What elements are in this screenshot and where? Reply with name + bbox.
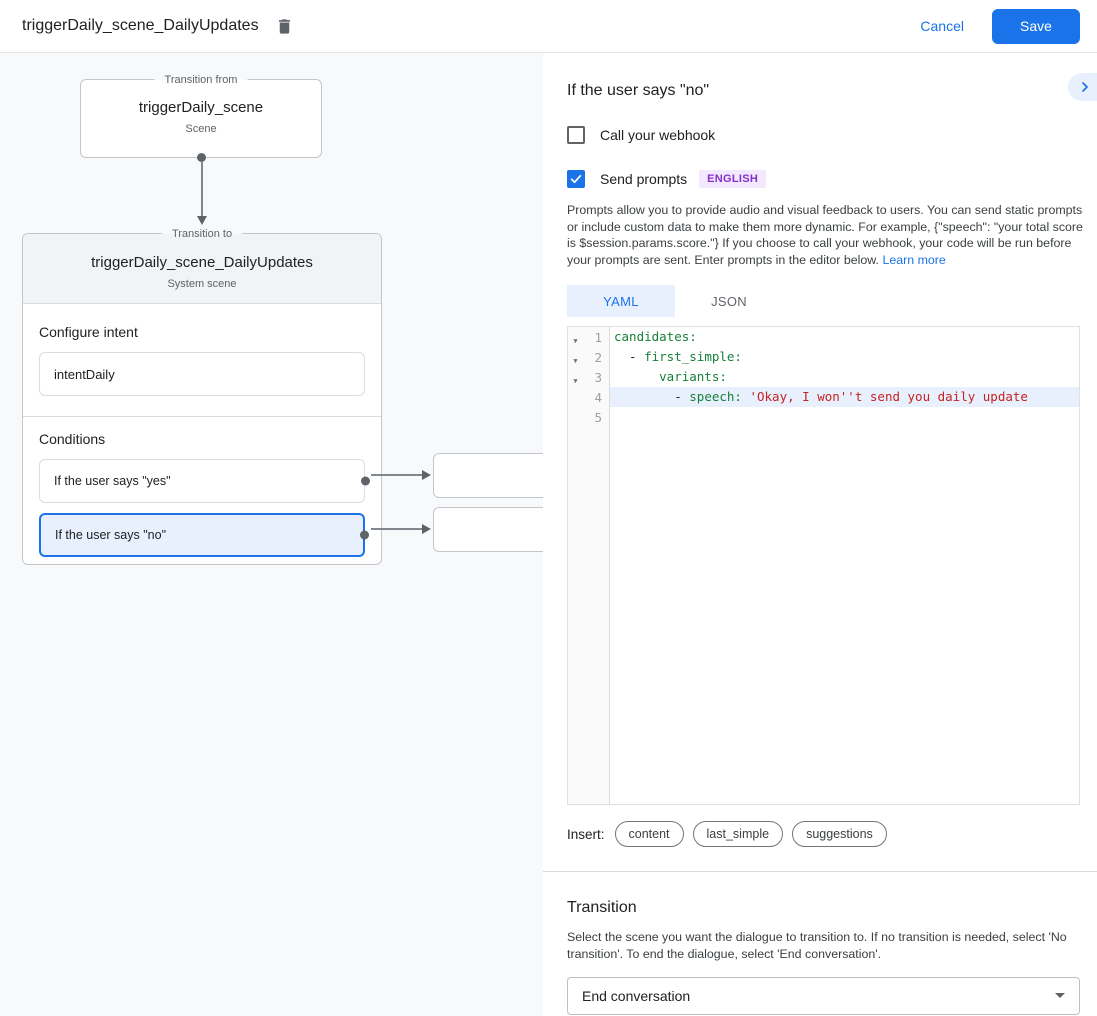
transition-select[interactable]: End conversation <box>567 976 1080 1015</box>
transition-section-title: Transition <box>567 899 637 917</box>
yaml-plain <box>614 369 659 384</box>
call-webhook-checkbox[interactable] <box>567 126 585 144</box>
from-scene-name: triggerDaily_scene <box>138 99 264 116</box>
conditions-label: Conditions <box>39 431 106 447</box>
panel-title: If the user says "no" <box>567 82 710 99</box>
line-number: 2 <box>594 349 602 365</box>
configure-intent-label: Configure intent <box>39 324 138 340</box>
target-node-yes[interactable] <box>433 453 551 498</box>
fold-icon[interactable] <box>568 328 583 347</box>
condition-row-no[interactable]: If the user says "no" <box>39 513 369 557</box>
learn-more-link[interactable]: Learn more <box>882 252 946 267</box>
flow-arrow-no <box>371 524 431 534</box>
insert-last-simple-chip[interactable]: last_simple <box>692 821 784 848</box>
editor-format-tabs: YAML JSON <box>567 285 1080 318</box>
yaml-plain: - <box>614 349 645 365</box>
code-line-5: 5 <box>568 407 1079 428</box>
line-number: 3 <box>594 369 602 385</box>
yaml-key: variants: <box>659 369 727 385</box>
flow-arrow-yes <box>371 470 431 480</box>
transition-select-value: End conversation <box>582 987 691 1004</box>
arrow-line <box>200 162 203 216</box>
code-line-4: 4 - speech: 'Okay, I won''t send you dai… <box>568 387 1079 408</box>
insert-suggestions-chip[interactable]: suggestions <box>792 821 887 848</box>
to-scene-header: triggerDaily_scene_DailyUpdates System s… <box>23 234 381 304</box>
insert-content-chip[interactable]: content <box>614 821 684 848</box>
line-number: 1 <box>594 329 602 345</box>
language-badge: ENGLISH <box>699 170 767 188</box>
yaml-key: speech: <box>689 389 742 405</box>
connector-dot <box>361 476 370 486</box>
yaml-key: first_simple: <box>644 349 742 365</box>
yaml-string: 'Okay, I won''t send you daily update <box>741 389 1028 405</box>
transition-to-legend: Transition to <box>161 226 243 242</box>
webhook-row: Call your webhook <box>567 126 1080 144</box>
intent-field[interactable]: intentDaily <box>39 352 365 396</box>
transition-description: Select the scene you want the dialogue t… <box>567 930 1067 961</box>
save-button[interactable]: Save <box>992 8 1080 44</box>
top-bar: triggerDaily_scene_DailyUpdates Cancel S… <box>0 0 1097 53</box>
prompts-description: Prompts allow you to provide audio and v… <box>567 202 1083 268</box>
condition-no-label: If the user says "no" <box>55 528 167 542</box>
intent-value: intentDaily <box>54 366 115 382</box>
transition-from-node[interactable]: Transition from triggerDaily_scene Scene <box>80 72 322 158</box>
fold-icon[interactable] <box>568 368 583 387</box>
send-prompts-label: Send prompts <box>600 171 688 187</box>
code-line-3: 3 variants: <box>568 367 1079 388</box>
arrow-head-icon <box>197 216 207 225</box>
check-icon <box>570 174 582 184</box>
connector-dot <box>360 530 369 540</box>
arrow-line <box>371 474 422 476</box>
transition-to-node[interactable]: Transition to triggerDaily_scene_DailyUp… <box>22 226 382 565</box>
scene-flow-canvas: Transition from triggerDaily_scene Scene… <box>0 53 551 1016</box>
line-number: 4 <box>594 389 602 405</box>
code-editor-empty-area[interactable] <box>568 427 1079 805</box>
section-divider <box>23 416 381 417</box>
to-scene-body: Configure intent intentDaily Conditions … <box>23 304 381 557</box>
code-line-2: 2 - first_simple: <box>568 347 1079 368</box>
condition-detail-panel: If the user says "no" Call your webhook … <box>543 53 1097 1016</box>
code-line-1: 1 candidates: <box>568 327 1079 348</box>
arrow-head-icon <box>422 524 431 534</box>
page-title: triggerDaily_scene_DailyUpdates <box>22 17 259 34</box>
from-scene-type: Scene <box>185 123 217 135</box>
tab-yaml[interactable]: YAML <box>567 285 675 318</box>
collapse-panel-button[interactable] <box>1068 73 1097 101</box>
cancel-button[interactable]: Cancel <box>920 18 964 34</box>
trash-icon <box>278 18 290 34</box>
arrow-line <box>371 528 422 530</box>
panel-divider <box>543 871 1097 873</box>
yaml-key: candidates: <box>614 329 697 345</box>
yaml-code-editor[interactable]: 1 candidates: 2 - first_simple: 3 varian… <box>567 326 1080 806</box>
line-number: 5 <box>594 409 602 425</box>
prompts-description-text: Prompts allow you to provide audio and v… <box>567 203 1083 267</box>
dropdown-caret-icon <box>1055 993 1065 999</box>
insert-row: Insert: content last_simple suggestions <box>567 821 1080 848</box>
target-node-no[interactable] <box>433 507 551 552</box>
insert-label: Insert: <box>567 826 605 842</box>
call-webhook-label: Call your webhook <box>600 127 716 143</box>
arrow-head-icon <box>422 470 431 480</box>
delete-button[interactable] <box>275 17 294 36</box>
to-scene-type: System scene <box>167 278 237 290</box>
chevron-right-icon <box>1081 82 1088 92</box>
tab-json[interactable]: JSON <box>675 285 783 317</box>
yaml-plain: - <box>614 389 690 405</box>
condition-row-yes[interactable]: If the user says "yes" <box>39 459 370 503</box>
flow-arrow-down <box>197 153 207 225</box>
fold-icon[interactable] <box>568 348 583 367</box>
condition-yes-label: If the user says "yes" <box>54 474 171 488</box>
to-scene-name: triggerDaily_scene_DailyUpdates <box>91 254 313 271</box>
transition-from-legend: Transition from <box>154 72 248 88</box>
send-prompts-checkbox[interactable] <box>567 170 585 188</box>
connector-dot <box>197 153 206 162</box>
send-prompts-row: Send prompts ENGLISH <box>567 170 1080 188</box>
